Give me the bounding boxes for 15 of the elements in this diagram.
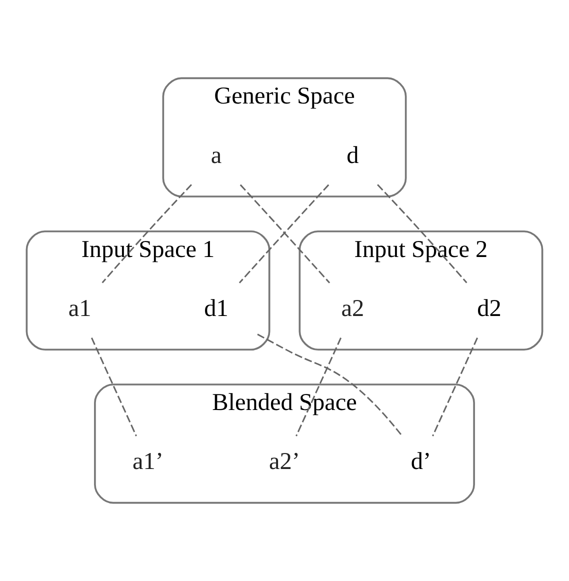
node-text: a2 [341, 294, 364, 322]
node-text: d1 [204, 294, 228, 322]
node-text: d [346, 142, 359, 169]
node-text: d’ [410, 448, 432, 476]
node-text: a1 [68, 294, 92, 322]
connector [432, 338, 478, 436]
node-text: a [210, 142, 222, 169]
connector [377, 184, 468, 284]
connector [90, 338, 137, 436]
connector [296, 338, 342, 436]
connector [257, 334, 403, 436]
node-text: a2’ [269, 448, 300, 476]
connector [102, 184, 192, 284]
node-text: a1’ [132, 448, 164, 476]
node-text: d2 [477, 294, 502, 322]
